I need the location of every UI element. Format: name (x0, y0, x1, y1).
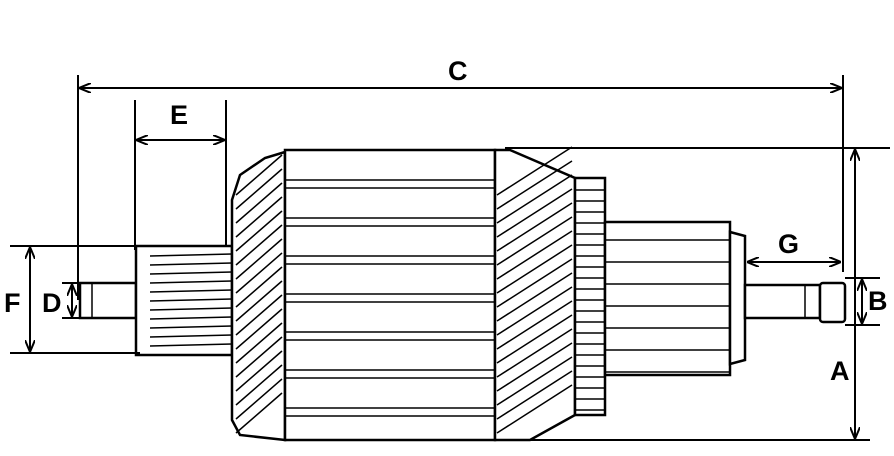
detail-line (235, 196, 283, 238)
detail-line (496, 160, 573, 210)
detail-line (235, 294, 283, 336)
left-shaft (78, 281, 138, 320)
detail-line (235, 280, 283, 322)
detail-line (235, 266, 283, 308)
dimension-b-label: B (868, 286, 888, 316)
detail-line (496, 230, 573, 280)
dimension-g-label: G (778, 229, 799, 259)
commutator-end (728, 230, 747, 366)
pinion-gear (134, 244, 234, 357)
detail-line (496, 146, 573, 196)
detail-line (235, 378, 283, 420)
detail-line (235, 322, 283, 364)
detail-line (149, 289, 233, 293)
extension-lines (10, 75, 890, 441)
detail-line (235, 308, 283, 350)
right-shaft (743, 283, 822, 320)
detail-line (496, 384, 573, 434)
detail-line (149, 271, 233, 275)
detail-line (149, 307, 233, 311)
armature-core (283, 148, 497, 442)
detail-line (149, 325, 233, 329)
detail-line (496, 314, 573, 364)
detail-line (235, 168, 283, 210)
armature (78, 146, 847, 442)
detail-line (149, 316, 233, 320)
dimension-d-label: D (42, 288, 62, 318)
detail-line (149, 280, 233, 284)
dimension-arrows (30, 88, 862, 438)
detail-line (496, 286, 573, 336)
detail-line (235, 392, 283, 434)
detail-line (235, 154, 283, 196)
detail-line (496, 258, 573, 308)
dimension-f-label: F (4, 288, 21, 318)
detail-line (496, 216, 573, 266)
detail-line (496, 202, 573, 252)
detail-line (235, 238, 283, 280)
shaft-tip (818, 281, 847, 324)
detail-line (149, 298, 233, 302)
commutator-riser (573, 176, 607, 417)
detail-line (235, 252, 283, 294)
detail-line (235, 336, 283, 378)
detail-line (149, 262, 233, 266)
detail-line (496, 342, 573, 392)
dimension-a-label: A (830, 356, 850, 386)
detail-line (496, 272, 573, 322)
commutator (603, 220, 732, 377)
right-winding-end (493, 148, 577, 442)
detail-line (149, 343, 233, 347)
detail-line (149, 334, 233, 338)
detail-line (496, 174, 573, 224)
detail-line (496, 328, 573, 378)
detail-line (235, 364, 283, 406)
dimension-e-label: E (170, 100, 188, 130)
detail-line (235, 350, 283, 392)
detail-line (496, 370, 573, 420)
detail-line (149, 253, 233, 257)
detail-line (496, 356, 573, 406)
detail-line (496, 188, 573, 238)
detail-line (496, 244, 573, 294)
dimension-c-label: C (448, 56, 468, 86)
detail-line (235, 210, 283, 252)
detail-line (235, 224, 283, 266)
detail-line (235, 182, 283, 224)
detail-line (496, 300, 573, 350)
